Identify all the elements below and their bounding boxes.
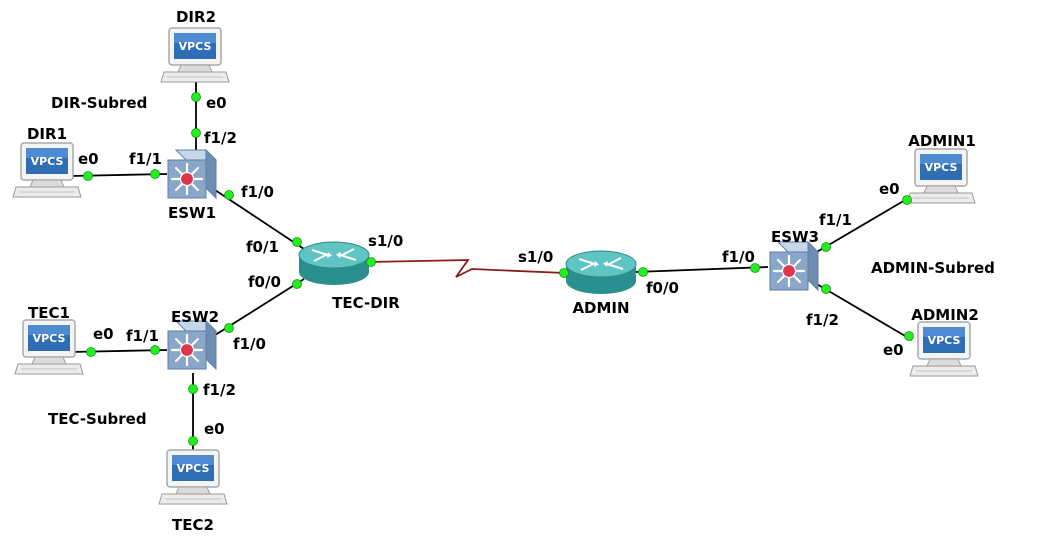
port-label: f0/1 bbox=[246, 238, 279, 256]
subnet-label-tec: TEC-Subred bbox=[48, 410, 147, 428]
vpcs-icon-label: VPCS bbox=[177, 462, 210, 475]
port-status-dot bbox=[83, 171, 93, 181]
device-label-dir2: DIR2 bbox=[176, 8, 216, 26]
port-label: f1/1 bbox=[129, 150, 162, 168]
port-label: e0 bbox=[879, 180, 900, 198]
port-label: e0 bbox=[883, 341, 904, 359]
vpcs-tec2-node[interactable]: VPCS TEC2 bbox=[158, 449, 228, 534]
port-label: s1/0 bbox=[518, 248, 553, 266]
switch-esw1-node[interactable]: ESW1 bbox=[166, 148, 218, 222]
port-label: f1/0 bbox=[722, 248, 755, 266]
port-status-dot bbox=[86, 347, 96, 357]
port-label: e0 bbox=[204, 420, 225, 438]
port-label: f1/2 bbox=[203, 381, 236, 399]
link-tecdir-admin-serial[interactable] bbox=[368, 259, 566, 278]
port-status-dot bbox=[366, 257, 376, 267]
port-status-dot bbox=[559, 268, 569, 278]
vpcs-icon-label: VPCS bbox=[925, 161, 958, 174]
subnet-labels: DIR-Subred TEC-Subred ADMIN-Subred bbox=[48, 94, 995, 428]
port-status-dot bbox=[150, 169, 160, 179]
port-status-dot bbox=[821, 284, 831, 294]
port-status-dot bbox=[224, 190, 234, 200]
device-label-esw3: ESW3 bbox=[771, 228, 819, 246]
port-status-dot bbox=[821, 242, 831, 252]
computer-icon bbox=[160, 27, 230, 83]
device-label-tec-dir: TEC-DIR bbox=[332, 294, 400, 312]
computer-icon bbox=[909, 321, 979, 377]
vpcs-icon-label: VPCS bbox=[179, 40, 212, 53]
vpcs-icon-label: VPCS bbox=[33, 332, 66, 345]
multilayer-switch-icon bbox=[166, 319, 218, 371]
port-label: f1/2 bbox=[806, 311, 839, 329]
port-status-dot bbox=[191, 128, 201, 138]
port-label: f1/1 bbox=[126, 327, 159, 345]
port-status-dot bbox=[638, 267, 648, 277]
computer-icon bbox=[14, 319, 84, 375]
device-label-admin2: ADMIN2 bbox=[911, 306, 979, 324]
device-label-tec1: TEC1 bbox=[28, 304, 70, 322]
vpcs-tec1-node[interactable]: VPCS TEC1 bbox=[14, 304, 84, 375]
port-label: f0/0 bbox=[646, 279, 679, 297]
port-status-dot bbox=[188, 436, 198, 446]
computer-icon bbox=[12, 142, 82, 198]
device-label-admin: ADMIN bbox=[572, 299, 629, 317]
link-esw3-admin1[interactable] bbox=[814, 195, 913, 254]
port-status-dot bbox=[750, 263, 760, 273]
port-status-dot bbox=[902, 195, 912, 205]
subnet-label-dir: DIR-Subred bbox=[51, 94, 147, 112]
router-icon bbox=[298, 241, 370, 286]
router-icon bbox=[565, 250, 637, 295]
port-status-dot bbox=[150, 345, 160, 355]
device-label-esw2: ESW2 bbox=[171, 308, 219, 326]
vpcs-icon-label: VPCS bbox=[928, 334, 961, 347]
multilayer-switch-icon bbox=[768, 240, 820, 292]
port-status-dot bbox=[188, 384, 198, 394]
subnet-label-admin: ADMIN-Subred bbox=[871, 259, 995, 277]
router-admin-node[interactable]: ADMIN bbox=[565, 250, 637, 317]
port-status-dots bbox=[83, 92, 914, 446]
device-label-tec2: TEC2 bbox=[172, 516, 214, 534]
device-label-admin1: ADMIN1 bbox=[908, 132, 976, 150]
vpcs-admin1-node[interactable]: VPCS ADMIN1 bbox=[906, 132, 976, 204]
port-status-dot bbox=[292, 237, 302, 247]
computer-icon bbox=[906, 148, 976, 204]
link-admin-esw3[interactable] bbox=[634, 266, 769, 273]
switch-esw2-node[interactable]: ESW2 bbox=[166, 308, 219, 371]
port-status-dot bbox=[224, 323, 234, 333]
router-tec-dir-node[interactable]: TEC-DIR bbox=[298, 241, 400, 312]
devices-layer: VPCS DIR2 VPCS DIR1 VPCS TEC1 VPCS TEC2 … bbox=[12, 8, 979, 534]
vpcs-dir2-node[interactable]: VPCS DIR2 bbox=[160, 8, 230, 83]
port-status-dot bbox=[904, 331, 914, 341]
vpcs-dir1-node[interactable]: VPCS DIR1 bbox=[12, 125, 82, 198]
vpcs-admin2-node[interactable]: VPCS ADMIN2 bbox=[909, 306, 979, 377]
port-label: e0 bbox=[93, 325, 114, 343]
device-label-dir1: DIR1 bbox=[27, 125, 67, 143]
port-label: s1/0 bbox=[368, 232, 403, 250]
port-label: f1/0 bbox=[233, 335, 266, 353]
link-esw3-admin2[interactable] bbox=[814, 282, 913, 341]
device-label-esw1: ESW1 bbox=[168, 204, 216, 222]
port-label: e0 bbox=[78, 150, 99, 168]
multilayer-switch-icon bbox=[166, 148, 218, 200]
port-label: f1/2 bbox=[204, 129, 237, 147]
port-label: f1/1 bbox=[819, 211, 852, 229]
switch-esw3-node[interactable]: ESW3 bbox=[768, 228, 820, 292]
port-label: f0/0 bbox=[248, 273, 281, 291]
port-label: f1/0 bbox=[241, 183, 274, 201]
port-labels: e0 f1/2 e0 f1/1 f1/0 f0/1 f0/0 s1/0 e0 f… bbox=[78, 94, 904, 438]
vpcs-icon-label: VPCS bbox=[31, 155, 64, 168]
port-status-dot bbox=[191, 92, 201, 102]
computer-icon bbox=[158, 449, 228, 505]
port-label: e0 bbox=[206, 94, 227, 112]
port-status-dot bbox=[292, 279, 302, 289]
